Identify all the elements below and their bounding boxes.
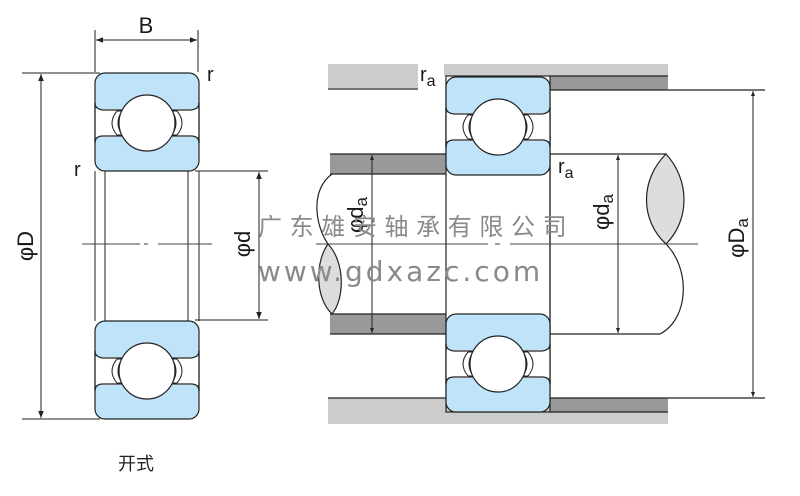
housing-top-dark (550, 76, 668, 90)
mounted-bearing-bottom (445, 313, 551, 413)
housing-bottom-dark (550, 398, 668, 412)
chamfer-label-top: r (207, 64, 214, 86)
mounted-bearing-top (445, 76, 551, 176)
watermark-website: www.gdxazc.com (258, 255, 543, 288)
shaft-shoulder-label-right: φda (589, 193, 617, 230)
shaft-break-left (316, 173, 333, 245)
housing-top-light (444, 64, 668, 76)
shaft-shoulder-label-left: φda (343, 196, 371, 233)
shaft-section-left (318, 243, 342, 315)
shaft-spacer-bottom (330, 314, 446, 334)
caption-open-type: 开式 (118, 454, 154, 475)
housing-shoulder-label: φDa (724, 218, 752, 258)
bearing-section-bottom (94, 320, 200, 420)
shaft-break-right (659, 243, 684, 335)
chamfer-label-left: r (74, 159, 81, 181)
watermark-company: 广 东 雄 安 轴 承 有 限 公 司 (258, 213, 567, 241)
bearing-section-top (94, 72, 200, 172)
fillet-label-top: ra (420, 64, 436, 90)
left-view: B φD r r φd 开式 (13, 13, 268, 475)
bore-diameter-label: φd (230, 231, 255, 258)
right-view: ra ra φda φda φDa (316, 64, 765, 424)
shaft-spacer-top (330, 154, 446, 174)
fillet-label-mid: ra (558, 156, 574, 182)
shaft-section-right (646, 153, 685, 245)
width-label: B (139, 13, 154, 38)
outer-diameter-label: φD (13, 231, 38, 261)
housing-top-left (328, 64, 418, 88)
